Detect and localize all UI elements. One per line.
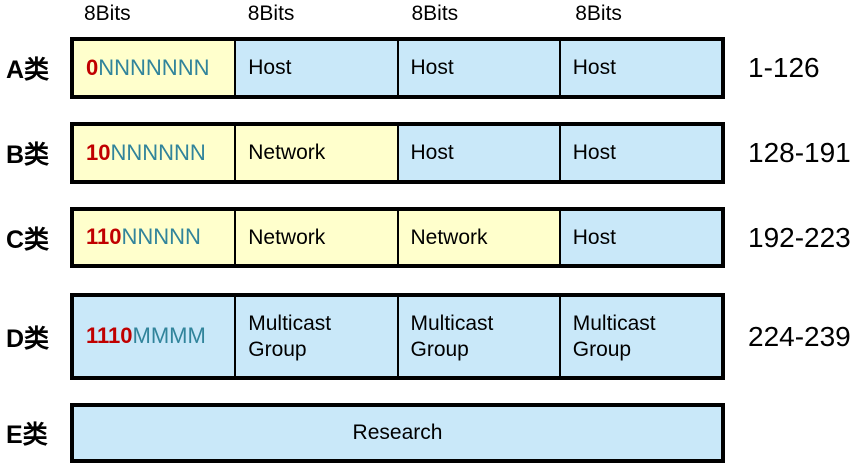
bit-pattern: 0NNNNNNN [86,55,209,81]
octet-cell: Research [74,407,721,459]
address-range-label: 224-239 [748,320,851,352]
class-name-label: A类 [6,56,50,84]
class-row: A类 0NNNNNNN Host Host Host 1-126 [0,37,864,99]
fixed-bits: 0 [86,54,99,80]
octet-cell: Multicast Group [560,297,721,376]
octet-structure-box: Research [70,403,725,463]
octet-cell: Host [398,126,561,180]
cell-text: Host [410,141,454,165]
address-range-label: 192-223 [748,221,851,253]
fixed-bits: 110 [86,224,122,250]
cell-text: Multicast Group [410,312,494,361]
class-row: E类 Research [0,403,864,463]
variable-bits: MMMM [132,323,206,349]
cell-text: Network [248,141,326,165]
octet-cell: Network [236,126,399,180]
cell-text: Host [572,141,616,165]
bit-pattern-cell: 10NNNNNN [74,126,237,180]
address-range-label: 128-191 [748,137,851,168]
octet-structure-box: 1110MMMM Multicast Group Multicast Group Mu… [70,293,725,380]
octet-cell: Host [398,41,561,95]
class-row: D类 1110MMMM Multicast Group Multicast Group… [0,293,864,380]
bit-labels-header: 8Bits 8Bits 8Bits 8Bits [70,2,725,30]
cell-text: Host [572,56,616,80]
fixed-bits: 1110 [86,323,133,349]
class-name-label: B类 [6,141,50,169]
variable-bits: NNNNNN [110,139,206,165]
octet-cell: Host [236,41,399,95]
bit-pattern-cell: 110NNNNN [74,211,237,264]
octet-bits-label: 8Bits [575,2,622,25]
octet-cell: Host [560,126,721,180]
bit-pattern: 10NNNNNN [86,140,206,166]
octet-structure-box: 0NNNNNNN Host Host Host [70,37,725,99]
address-range-label: 1-126 [748,52,820,83]
octet-structure-box: 110NNNNN Network Network Host [70,207,725,268]
octet-cell: Host [560,211,721,264]
cell-text: Host [572,225,616,249]
class-row: B类 10NNNNNN Network Host Host 128-191 [0,122,864,184]
variable-bits: NNNNNNN [98,54,210,80]
octet-bits-label: 8Bits [411,2,459,25]
octet-cell: Network [398,211,561,264]
octet-cell: Host [560,41,721,95]
fixed-bits: 10 [86,139,111,165]
octet-cell: Network [236,211,399,264]
bit-pattern-cell: 1110MMMM [74,297,237,376]
variable-bits: NNNNN [121,224,201,250]
bit-pattern-cell: 0NNNNNNN [74,41,237,95]
octet-cell: Multicast Group [398,297,561,376]
octet-bits-label: 8Bits [84,2,131,25]
octet-bits-label: 8Bits [247,2,295,25]
cell-text: Multicast Group [248,312,332,361]
cell-text: Research [352,421,443,445]
cell-text: Host [248,56,292,80]
class-name-label: C类 [6,225,50,254]
cell-text: Network [248,225,326,249]
bit-pattern: 110NNNNN [86,224,201,250]
cell-text: Multicast Group [572,312,656,361]
octet-structure-box: 10NNNNNN Network Host Host [70,122,725,184]
class-row: C类 110NNNNN Network Network Host 192-223 [0,207,864,268]
cell-text: Host [410,56,454,80]
cell-text: Network [410,225,488,249]
bit-pattern: 1110MMMM [86,323,206,349]
octet-cell: Multicast Group [236,297,399,376]
class-name-label: E类 [6,421,48,449]
class-name-label: D类 [6,324,50,353]
